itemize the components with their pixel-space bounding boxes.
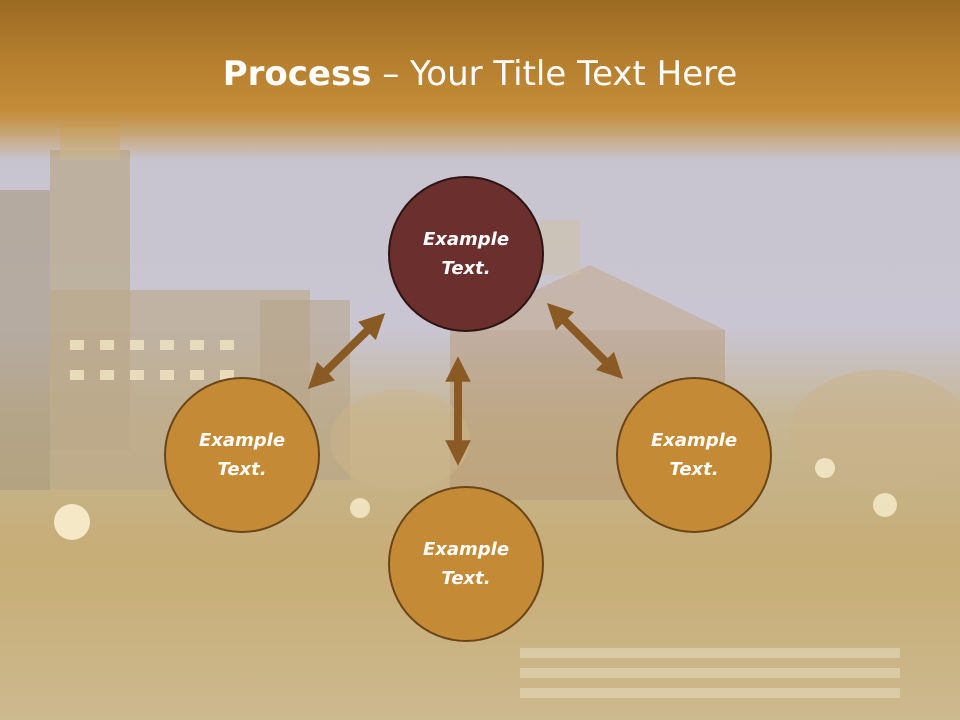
title-bold: Process: [222, 54, 372, 94]
process-node-left: Example Text.: [164, 377, 320, 533]
arrow-right-diagonal: [546, 302, 624, 380]
node-left-line2: Text.: [217, 459, 267, 480]
process-node-top: Example Text.: [388, 176, 544, 332]
process-node-bottom: Example Text.: [388, 486, 544, 642]
node-top-line1: Example: [422, 229, 510, 250]
node-top-line2: Text.: [441, 258, 491, 279]
process-node-right: Example Text.: [616, 377, 772, 533]
arrow-left-diagonal: [307, 313, 386, 389]
slide-title: Process – Your Title Text Here: [0, 52, 960, 96]
title-banner: [0, 0, 960, 160]
node-bottom-line1: Example: [422, 539, 510, 560]
node-left-line1: Example: [198, 430, 286, 451]
node-right-line2: Text.: [669, 459, 719, 480]
node-right-line1: Example: [650, 430, 738, 451]
node-bottom-line2: Text.: [441, 568, 491, 589]
title-rest: – Your Title Text Here: [371, 54, 738, 94]
